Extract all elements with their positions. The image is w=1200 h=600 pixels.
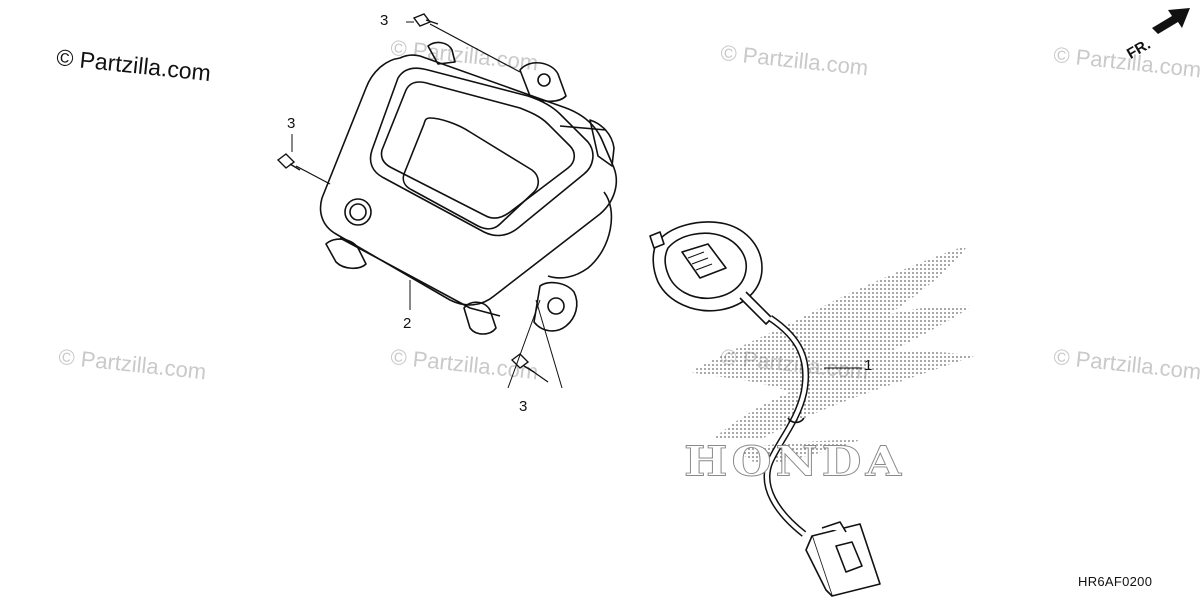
honda-logo-text: HONDA	[683, 436, 906, 486]
meter-assembly	[319, 41, 618, 335]
sub-harness	[649, 221, 881, 597]
front-direction-arrow	[1152, 8, 1190, 34]
honda-wing-logo	[690, 245, 975, 466]
diagram-code: HR6AF0200	[1078, 574, 1153, 589]
callout-part-3-left: 3	[287, 115, 296, 132]
callout-part-1: 1	[864, 357, 873, 374]
callout-part-3-bottom: 3	[519, 398, 528, 415]
callout-part-2: 2	[403, 315, 412, 332]
screw-left	[276, 153, 331, 185]
leader-lines	[291, 21, 862, 389]
screw-top	[412, 13, 521, 73]
callout-part-3-top: 3	[380, 12, 389, 29]
screw-bottom	[510, 353, 549, 383]
